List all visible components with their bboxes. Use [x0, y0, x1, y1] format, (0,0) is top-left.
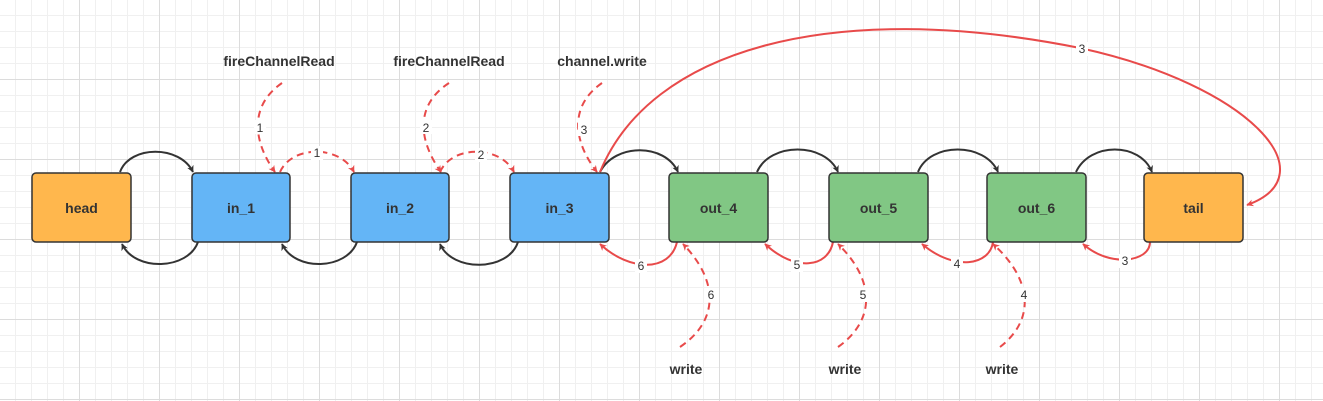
step-fire-read-2: 2 — [423, 121, 430, 135]
event-write-5: write — [828, 361, 862, 377]
step-out4-to-in3: 6 — [638, 259, 645, 273]
step-write-6: 4 — [1021, 288, 1028, 302]
node-in-3-label: in_3 — [545, 200, 573, 216]
step-tail-to-out6: 3 — [1122, 254, 1129, 268]
step-channel-write: 3 — [581, 123, 588, 137]
edge-out4-to-out5 — [756, 148, 839, 173]
step-in1-to-in2: 1 — [314, 146, 321, 160]
edge-out5-to-out6 — [917, 148, 999, 173]
edge-out6-to-out5 — [921, 241, 994, 264]
node-in-1-label: in_1 — [227, 200, 255, 216]
edge-out5-to-out4 — [764, 241, 834, 265]
trigger-write-4-arrow — [679, 243, 711, 348]
step-in3-to-tail: 3 — [1079, 42, 1086, 56]
event-channel-write: channel.write — [557, 53, 647, 69]
node-in-2-label: in_2 — [386, 200, 414, 216]
event-write-6: write — [985, 361, 1019, 377]
node-out-5: out_5 — [828, 172, 929, 243]
node-out-5-label: out_5 — [860, 200, 898, 216]
node-head-label: head — [65, 200, 98, 216]
node-out-4-label: out_4 — [700, 200, 738, 216]
step-write-5: 5 — [860, 288, 867, 302]
step-write-4: 6 — [708, 288, 715, 302]
node-in-1: in_1 — [191, 172, 291, 243]
event-write-4: write — [669, 361, 703, 377]
trigger-write-5-arrow — [837, 243, 868, 348]
edge-in3-to-out4 — [599, 149, 679, 173]
node-out-4: out_4 — [668, 172, 769, 243]
edge-tail-to-out6 — [1082, 241, 1151, 261]
step-out6-to-out5: 4 — [954, 257, 961, 271]
edge-out4-to-in3 — [599, 241, 678, 266]
edge-in2-to-in1 — [281, 241, 358, 265]
trigger-write-6-arrow — [992, 243, 1026, 348]
node-in-2: in_2 — [350, 172, 450, 243]
edge-in3-to-in2 — [439, 241, 519, 266]
step-in2-to-in3: 2 — [478, 148, 485, 162]
node-in-3: in_3 — [509, 172, 610, 243]
node-tail-label: tail — [1183, 200, 1203, 216]
step-out5-to-out4: 5 — [794, 258, 801, 272]
event-fire-read-2: fireChannelRead — [393, 53, 504, 69]
edge-in3-to-tail-arc — [599, 28, 1281, 207]
node-out-6-label: out_6 — [1018, 200, 1056, 216]
node-out-6: out_6 — [986, 172, 1087, 243]
edge-out6-to-tail — [1075, 148, 1153, 173]
node-head: head — [31, 172, 132, 243]
step-fire-read-1: 1 — [257, 121, 264, 135]
node-tail: tail — [1143, 172, 1244, 243]
edge-head-to-in1 — [119, 150, 194, 173]
event-fire-read-1: fireChannelRead — [223, 53, 334, 69]
edge-in1-to-head — [121, 241, 199, 265]
